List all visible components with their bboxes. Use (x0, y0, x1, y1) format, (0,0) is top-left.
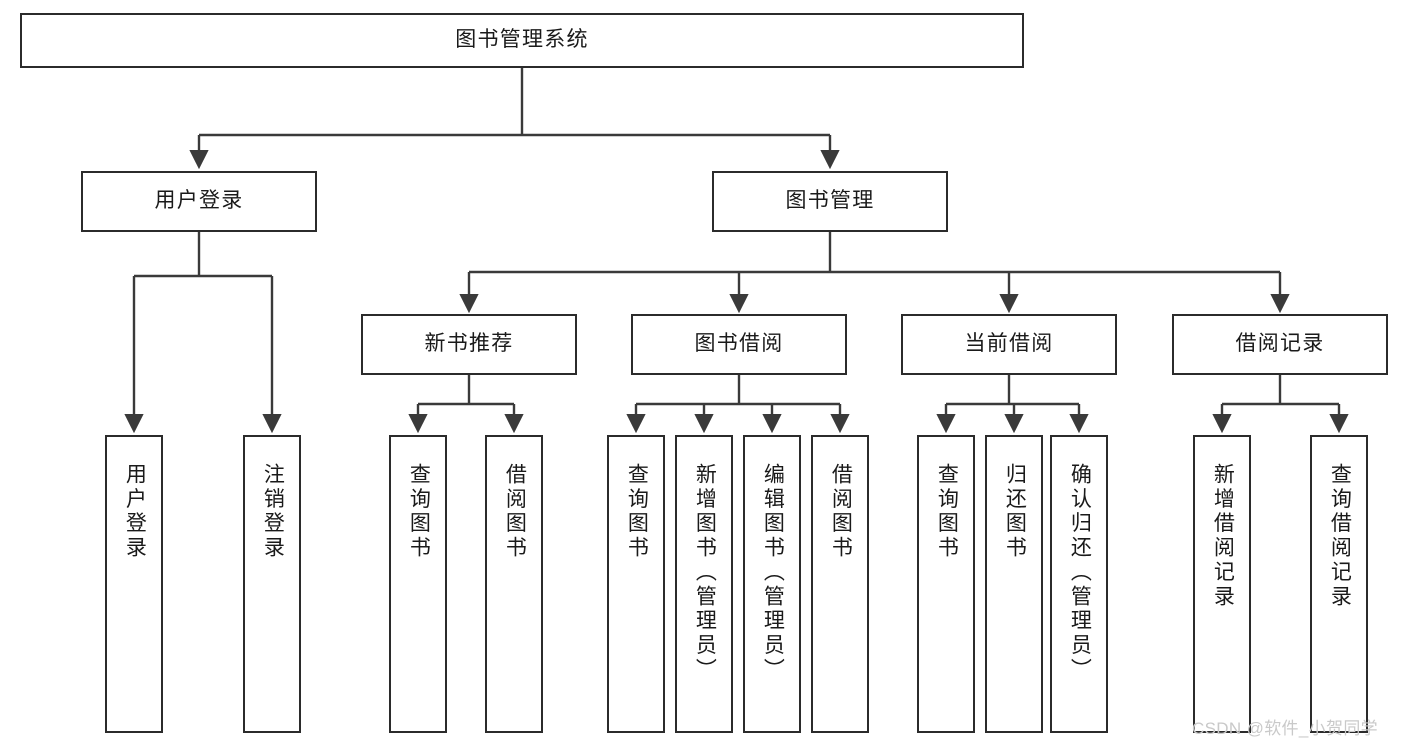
node-label: 用户登录 (123, 463, 147, 561)
leaf-user-login[interactable]: 用户登录 (105, 435, 163, 733)
leaf-borrow-book-recommendation[interactable]: 借阅图书 (485, 435, 543, 733)
leaf-query-book-borrowing[interactable]: 查询图书 (607, 435, 665, 733)
leaf-query-book-current[interactable]: 查询图书 (917, 435, 975, 733)
node-root-book-management-system[interactable]: 图书管理系统 (20, 13, 1024, 68)
node-label: 归还图书 (1003, 463, 1027, 561)
node-label: 图书管理系统 (455, 28, 589, 52)
node-label: 借阅图书 (829, 463, 853, 561)
leaf-return-book[interactable]: 归还图书 (985, 435, 1043, 733)
node-label: 查询借阅记录 (1328, 463, 1352, 610)
node-label: 查询图书 (935, 463, 959, 561)
node-current-borrowing[interactable]: 当前借阅 (901, 314, 1117, 375)
leaf-edit-book-admin[interactable]: 编辑图书（管理员） (743, 435, 801, 733)
node-label: 注销登录 (261, 463, 285, 561)
leaf-confirm-return-admin[interactable]: 确认归还（管理员） (1050, 435, 1108, 733)
node-label: 借阅记录 (1235, 332, 1325, 356)
leaf-query-book-recommendation[interactable]: 查询图书 (389, 435, 447, 733)
node-label: 借阅图书 (503, 463, 527, 561)
node-label: 查询图书 (407, 463, 431, 561)
node-label: 新增图书（管理员） (693, 463, 717, 683)
node-label: 编辑图书（管理员） (761, 463, 785, 683)
node-book-borrowing[interactable]: 图书借阅 (631, 314, 847, 375)
leaf-add-borrowing-record[interactable]: 新增借阅记录 (1193, 435, 1251, 733)
node-label: 图书借阅 (694, 332, 784, 356)
node-label: 图书管理 (785, 189, 875, 213)
leaf-query-borrowing-record[interactable]: 查询借阅记录 (1310, 435, 1368, 733)
node-label: 确认归还（管理员） (1068, 463, 1092, 683)
node-label: 新书推荐 (424, 332, 514, 356)
node-label: 用户登录 (154, 189, 244, 213)
leaf-add-book-admin[interactable]: 新增图书（管理员） (675, 435, 733, 733)
node-book-management[interactable]: 图书管理 (712, 171, 948, 232)
node-new-book-recommendation[interactable]: 新书推荐 (361, 314, 577, 375)
leaf-borrow-book-borrowing[interactable]: 借阅图书 (811, 435, 869, 733)
node-label: 新增借阅记录 (1211, 463, 1235, 610)
node-label: 当前借阅 (964, 332, 1054, 356)
node-user-login[interactable]: 用户登录 (81, 171, 317, 232)
node-label: 查询图书 (625, 463, 649, 561)
leaf-logout[interactable]: 注销登录 (243, 435, 301, 733)
node-borrowing-record[interactable]: 借阅记录 (1172, 314, 1388, 375)
